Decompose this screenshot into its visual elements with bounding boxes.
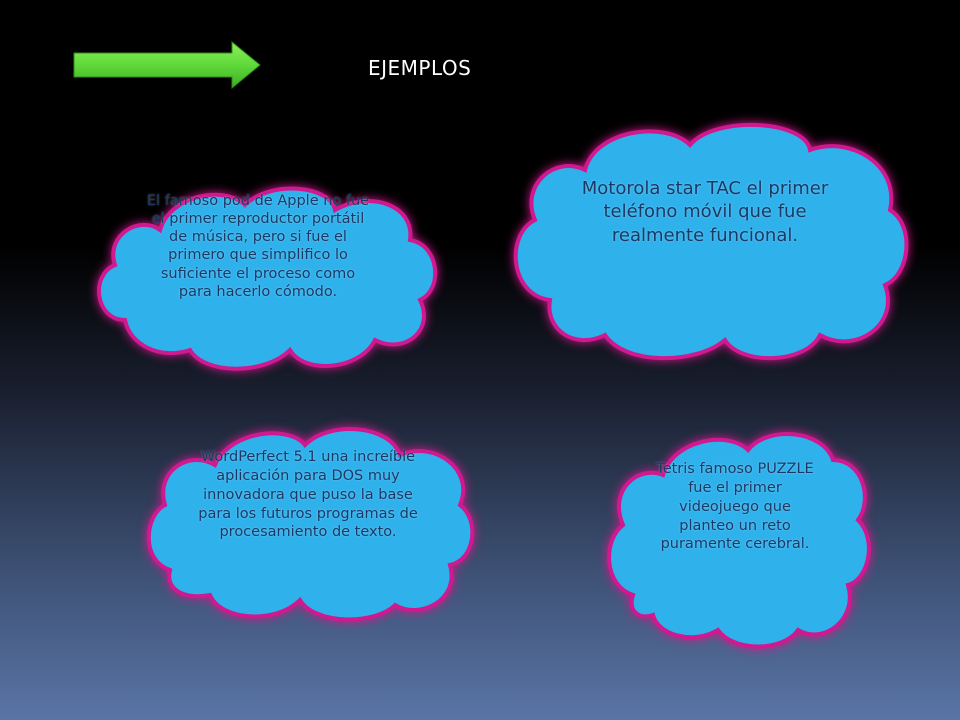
- cloud-text: Motorola star TAC el primer teléfono móv…: [581, 178, 829, 246]
- cloud-shape: [607, 432, 871, 649]
- cloud-tetris: Tetris famoso PUZZLE fue el primer video…: [598, 420, 873, 652]
- cloud-text: WordPerfect 5.1 una increíble aplicación…: [198, 449, 418, 541]
- cloud-shape: [97, 186, 438, 371]
- cloud-ipod: El famoso pod de Apple no fue el primer …: [85, 180, 445, 375]
- cloud-wordperfect: WordPerfect 5.1 una increíble aplicación…: [140, 420, 475, 622]
- cloud-text: Tetris famoso PUZZLE fue el primer video…: [656, 461, 814, 553]
- right-arrow-icon: [73, 40, 261, 90]
- cloud-text: El famoso pod de Apple no fue el primer …: [146, 193, 370, 300]
- cloud-shape: [146, 427, 475, 622]
- cloud-motorola: Motorola star TAC el primer teléfono móv…: [505, 115, 910, 365]
- slide-title: EJEMPLOS: [368, 56, 472, 80]
- cloud-shape: [513, 122, 909, 361]
